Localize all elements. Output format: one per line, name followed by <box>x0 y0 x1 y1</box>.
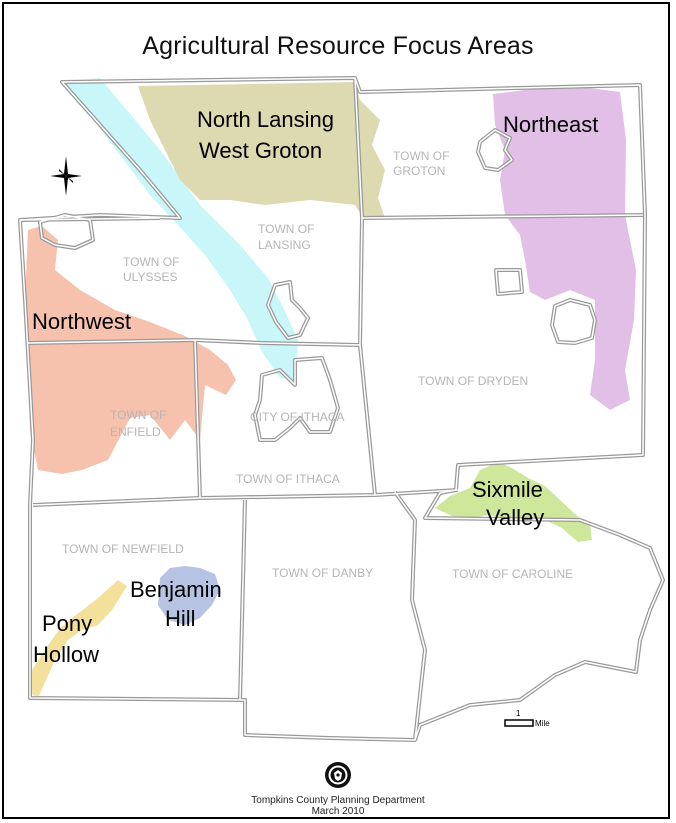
northeast-area <box>493 88 636 410</box>
map-title: Agricultural Resource Focus Areas <box>142 32 534 60</box>
label-benjamin-1: Benjamin <box>130 577 222 602</box>
sixmile-valley-area <box>435 462 592 542</box>
danby-caroline-line <box>393 490 427 741</box>
benjamin-hill-area <box>158 566 220 625</box>
lake-cayuga <box>62 78 298 380</box>
label-sixmile-2: Valley <box>486 505 544 530</box>
label-pony-2: Hollow <box>33 642 99 667</box>
town-label-groton-1: TOWN OF <box>393 149 449 163</box>
town-labels: TOWN OF GROTON TOWN OF LANSING TOWN OF U… <box>62 149 573 581</box>
town-label-lansing-2: LANSING <box>258 238 311 252</box>
pony-hollow-area <box>30 580 127 698</box>
town-label-danby: TOWN OF DANBY <box>272 566 373 580</box>
dryden-village-west <box>494 268 524 296</box>
credit-department: Tompkins County Planning Department <box>251 795 425 806</box>
label-pony-1: Pony <box>42 611 92 636</box>
town-label-city-ithaca: CITY OF ITHACA <box>250 410 344 424</box>
focus-area-labels: North Lansing West Groton Northeast Nort… <box>32 107 598 667</box>
scale-unit: Mile <box>535 719 550 728</box>
town-label-ulysses-2: ULYSSES <box>123 270 177 284</box>
scale-number: 1 <box>516 709 521 718</box>
scale-bar-box <box>504 719 534 727</box>
label-north-lansing-2: West Groton <box>199 138 322 163</box>
town-label-enfield-1: TOWN OF <box>110 408 166 422</box>
town-boundaries <box>18 76 665 742</box>
town-label-ulysses-1: TOWN OF <box>123 255 179 269</box>
city-ithaca-boundary <box>253 356 340 442</box>
label-sixmile-1: Sixmile <box>472 477 543 502</box>
compass-rose-icon <box>50 156 82 196</box>
label-north-lansing-1: North Lansing <box>197 107 334 132</box>
town-label-caroline: TOWN OF CAROLINE <box>452 567 573 581</box>
town-label-newfield: TOWN OF NEWFIELD <box>62 542 184 556</box>
dryden-village-east <box>550 298 597 345</box>
northwest-area <box>25 226 236 474</box>
town-label-lansing-1: TOWN OF <box>258 222 314 236</box>
town-label-town-ithaca: TOWN OF ITHACA <box>236 472 340 486</box>
town-label-groton-2: GROTON <box>393 164 445 178</box>
label-benjamin-2: Hill <box>165 606 196 631</box>
label-northeast: Northeast <box>503 112 598 137</box>
town-label-enfield-2: ENFIELD <box>110 425 161 439</box>
label-northwest: Northwest <box>32 309 131 334</box>
north-lansing-area <box>138 82 385 218</box>
scale-bar: 1 Mile <box>504 709 550 728</box>
credit-date: March 2010 <box>311 806 365 817</box>
county-seal-icon <box>325 762 351 788</box>
town-label-dryden: TOWN OF DRYDEN <box>418 374 528 388</box>
